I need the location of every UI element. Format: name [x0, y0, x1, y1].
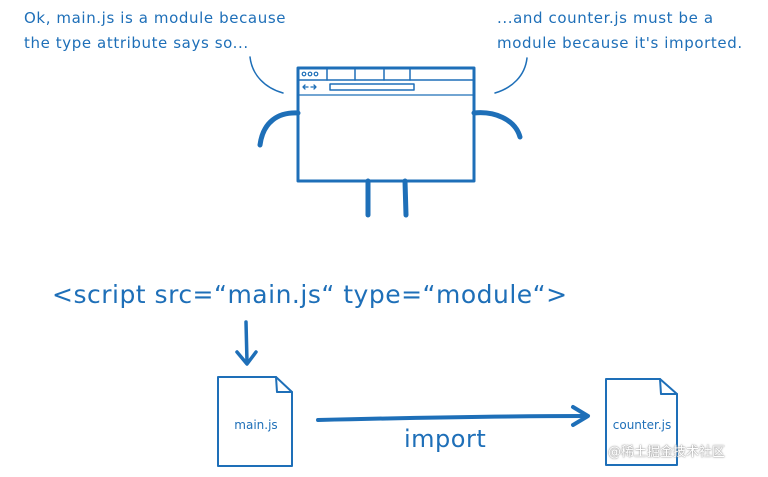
- speech-bubble-right: ...and counter.js must be a module becau…: [497, 6, 743, 56]
- counter-file-label: counter.js: [612, 418, 672, 432]
- watermark: @稀土掘金技术社区: [608, 445, 726, 460]
- browser-character: [257, 66, 523, 218]
- import-label: import: [404, 425, 487, 453]
- script-tag-code: <script src=“main.js“ type=“module“>: [52, 280, 568, 309]
- right-leg: [402, 178, 409, 218]
- down-arrow-icon: [235, 320, 258, 366]
- speech-tail-left: [249, 56, 284, 94]
- window-dot-icon: [313, 71, 319, 77]
- right-arm: [471, 110, 523, 140]
- counter-file-icon: [605, 378, 678, 466]
- left-arm: [257, 110, 301, 148]
- back-arrow-icon: [302, 84, 309, 90]
- speech-right-line-2: module because it's imported.: [497, 34, 743, 52]
- browser-window: [296, 66, 476, 183]
- speech-left-line-1: Ok, main.js is a module because: [24, 9, 287, 27]
- speech-tail-right: [494, 57, 528, 94]
- speech-right-line-1: ...and counter.js must be a: [497, 9, 714, 27]
- import-arrow-icon: [316, 405, 590, 427]
- speech-left-line-2: the type attribute says so...: [24, 34, 249, 52]
- forward-arrow-icon: [310, 84, 317, 90]
- main-file-label: main.js: [234, 418, 278, 432]
- speech-bubble-left: Ok, main.js is a module because the type…: [24, 6, 286, 56]
- main-file-icon: [217, 376, 293, 467]
- window-dot-icon: [307, 71, 313, 77]
- window-dot-icon: [301, 71, 307, 77]
- address-bar: [329, 83, 415, 91]
